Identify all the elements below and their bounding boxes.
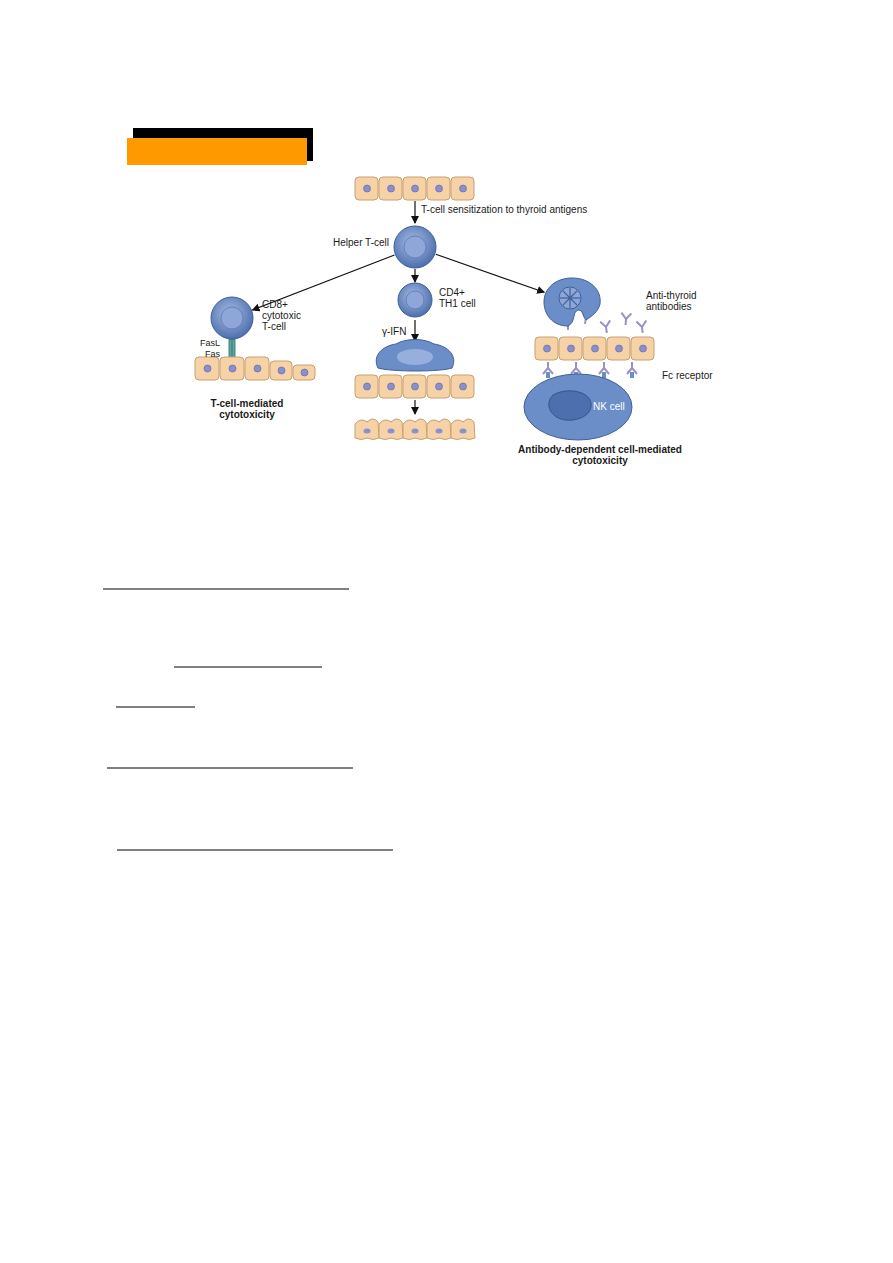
cell-shape — [393, 225, 437, 269]
arrow-connector — [436, 254, 544, 292]
node-label: NK cell — [593, 401, 631, 412]
annotation: FasL — [200, 338, 220, 348]
node-label: Anti-thyroid antibodies — [646, 290, 700, 312]
annotation: γ-IFN — [382, 326, 406, 337]
annotation: T-cell sensitization to thyroid antigens — [421, 204, 587, 215]
cell-shape — [397, 282, 433, 318]
heading-bar — [127, 138, 307, 165]
arrow — [414, 400, 415, 414]
annotation: Fc receptor — [662, 370, 713, 381]
mechanism-caption: T-cell-mediated cytotoxicity — [192, 398, 302, 420]
t-cell: CD4+ TH1 cell — [397, 282, 433, 318]
cell-shape — [210, 296, 254, 340]
annotation: Fas — [205, 349, 220, 359]
t-cell: Helper T-cell — [393, 225, 437, 269]
arrow — [414, 201, 415, 223]
fas-ligand — [229, 339, 235, 358]
t-cell: CD8+ cytotoxic T-cell — [210, 296, 254, 340]
nk-cell: NK cell — [523, 373, 633, 441]
underlines — [103, 589, 393, 850]
arrow — [414, 320, 415, 341]
node-label: CD8+ cytotoxic T-cell — [262, 299, 308, 332]
arrow-connector — [414, 269, 415, 282]
macrophage — [376, 340, 454, 372]
node-label: Helper T-cell — [311, 237, 389, 248]
plasma-cell: Anti-thyroid antibodies — [542, 276, 602, 328]
mechanism-caption: Antibody-dependent cell-mediated cytotox… — [512, 444, 688, 466]
node-label: CD4+ TH1 cell — [439, 287, 481, 309]
cell-shape — [542, 276, 602, 328]
